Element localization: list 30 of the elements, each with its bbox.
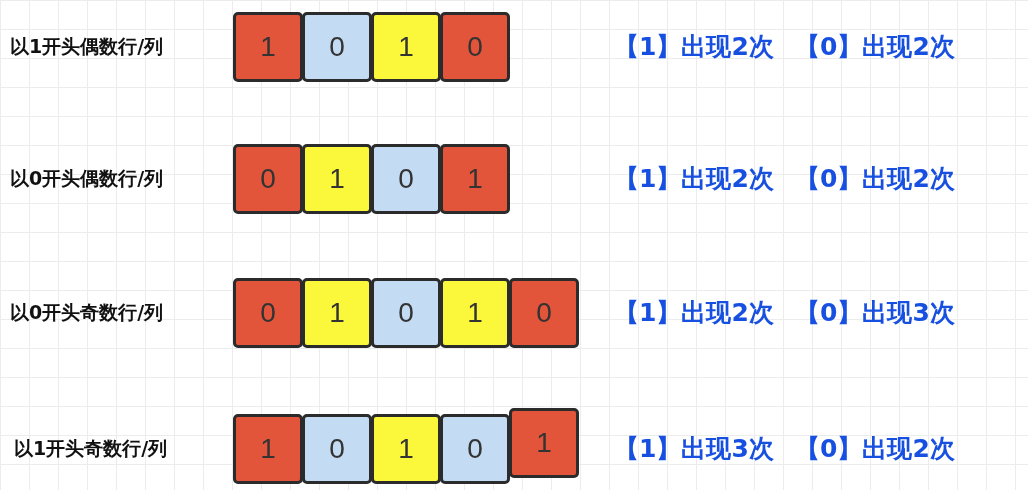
- count-note: 【1】出现3次: [614, 433, 774, 465]
- number-cell: 0: [302, 12, 372, 82]
- number-cell: 0: [371, 278, 441, 348]
- number-cell: 0: [440, 12, 510, 82]
- number-cell: 1: [440, 144, 510, 214]
- number-cell: 1: [302, 278, 372, 348]
- number-cell: 1: [233, 414, 303, 484]
- number-cell: 0: [371, 144, 441, 214]
- number-cell: 1: [509, 408, 579, 478]
- number-cell: 1: [371, 12, 441, 82]
- number-cell: 1: [302, 144, 372, 214]
- number-cell: 0: [233, 144, 303, 214]
- number-cell: 1: [233, 12, 303, 82]
- count-note: 【0】出现2次: [795, 31, 955, 63]
- number-cell: 0: [509, 278, 579, 348]
- number-cell: 1: [440, 278, 510, 348]
- row-label: 以1开头偶数行/列: [10, 34, 164, 59]
- number-cell: 0: [233, 278, 303, 348]
- count-note: 【1】出现2次: [614, 163, 774, 195]
- count-note: 【1】出现2次: [614, 31, 774, 63]
- count-note: 【0】出现2次: [795, 163, 955, 195]
- number-cell: 1: [371, 414, 441, 484]
- count-note: 【1】出现2次: [614, 297, 774, 329]
- row-label: 以0开头偶数行/列: [10, 166, 164, 191]
- row-label: 以0开头奇数行/列: [10, 300, 164, 325]
- row-label: 以1开头奇数行/列: [14, 436, 168, 461]
- count-note: 【0】出现2次: [795, 433, 955, 465]
- count-note: 【0】出现3次: [795, 297, 955, 329]
- number-cell: 0: [302, 414, 372, 484]
- number-cell: 0: [440, 414, 510, 484]
